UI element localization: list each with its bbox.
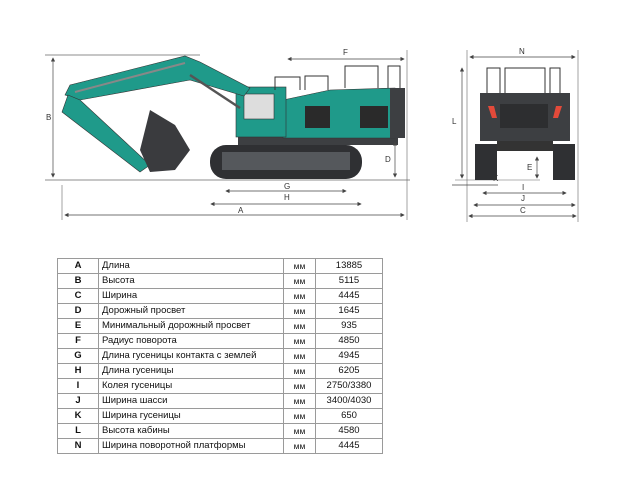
spec-letter: F bbox=[57, 333, 99, 349]
spec-letter: L bbox=[57, 423, 99, 439]
spec-name: Ширина bbox=[98, 288, 284, 304]
spec-value: 6205 bbox=[315, 363, 383, 379]
spec-unit: мм bbox=[283, 348, 316, 364]
spec-unit: мм bbox=[283, 423, 316, 439]
excavator-dimension-drawing: B A F G H D N L E K I J C bbox=[45, 47, 579, 222]
dim-label-J: J bbox=[521, 194, 525, 203]
dim-label-N: N bbox=[519, 47, 525, 56]
spec-unit: мм bbox=[283, 258, 316, 274]
spec-unit: мм bbox=[283, 438, 316, 454]
spec-unit: мм bbox=[283, 378, 316, 394]
dim-label-C: C bbox=[520, 206, 526, 215]
spec-letter: G bbox=[57, 348, 99, 364]
spec-unit: мм bbox=[283, 303, 316, 319]
spec-name: Ширина поворотной платформы bbox=[98, 438, 284, 454]
front-view: N L E K I J C bbox=[452, 47, 579, 222]
spec-letter: N bbox=[57, 438, 99, 454]
spec-value: 13885 bbox=[315, 258, 383, 274]
spec-value: 4580 bbox=[315, 423, 383, 439]
dim-label-H: H bbox=[284, 193, 290, 202]
spec-unit: мм bbox=[283, 393, 316, 409]
spec-letter: K bbox=[57, 408, 99, 424]
side-view: B A F G H D bbox=[45, 48, 410, 220]
dim-label-K: K bbox=[493, 174, 499, 183]
spec-value: 3400/4030 bbox=[315, 393, 383, 409]
spec-unit: мм bbox=[283, 273, 316, 289]
spec-name: Высота bbox=[98, 273, 284, 289]
spec-name: Радиус поворота bbox=[98, 333, 284, 349]
boom bbox=[64, 55, 251, 101]
bucket bbox=[140, 110, 190, 172]
spec-value: 935 bbox=[315, 318, 383, 334]
spec-value: 4945 bbox=[315, 348, 383, 364]
spec-unit: мм bbox=[283, 333, 316, 349]
spec-name: Минимальный дорожный просвет bbox=[98, 318, 284, 334]
spec-value: 4850 bbox=[315, 333, 383, 349]
spec-unit: мм bbox=[283, 288, 316, 304]
dim-label-B: B bbox=[46, 113, 51, 122]
dim-label-I: I bbox=[522, 183, 524, 192]
spec-name: Длина гусеницы контакта с землей bbox=[98, 348, 284, 364]
dim-label-E: E bbox=[527, 163, 532, 172]
spec-letter: C bbox=[57, 288, 99, 304]
spec-name: Длина гусеницы bbox=[98, 363, 284, 379]
front-track-left bbox=[475, 144, 497, 180]
spec-value: 2750/3380 bbox=[315, 378, 383, 394]
front-track-right bbox=[553, 144, 575, 180]
spec-letter: A bbox=[57, 258, 99, 274]
dim-label-D: D bbox=[385, 155, 391, 164]
spec-letter: J bbox=[57, 393, 99, 409]
spec-letter: E bbox=[57, 318, 99, 334]
spec-value: 5115 bbox=[315, 273, 383, 289]
spec-letter: D bbox=[57, 303, 99, 319]
spec-unit: мм bbox=[283, 363, 316, 379]
spec-value: 4445 bbox=[315, 438, 383, 454]
spec-name: Ширина шасси bbox=[98, 393, 284, 409]
spec-name: Длина bbox=[98, 258, 284, 274]
spec-letter: B bbox=[57, 273, 99, 289]
spec-value: 4445 bbox=[315, 288, 383, 304]
dim-label-F: F bbox=[343, 48, 348, 57]
spec-name: Дорожный просвет bbox=[98, 303, 284, 319]
spec-name: Высота кабины bbox=[98, 423, 284, 439]
arm bbox=[61, 94, 151, 173]
spec-name: Ширина гусеницы bbox=[98, 408, 284, 424]
dim-label-A: A bbox=[238, 206, 244, 215]
spec-letter: H bbox=[57, 363, 99, 379]
spec-name: Колея гусеницы bbox=[98, 378, 284, 394]
dim-label-L: L bbox=[452, 117, 457, 126]
spec-unit: мм bbox=[283, 408, 316, 424]
spec-letter: I bbox=[57, 378, 99, 394]
spec-value: 1645 bbox=[315, 303, 383, 319]
spec-unit: мм bbox=[283, 318, 316, 334]
dim-label-G: G bbox=[284, 182, 290, 191]
spec-value: 650 bbox=[315, 408, 383, 424]
